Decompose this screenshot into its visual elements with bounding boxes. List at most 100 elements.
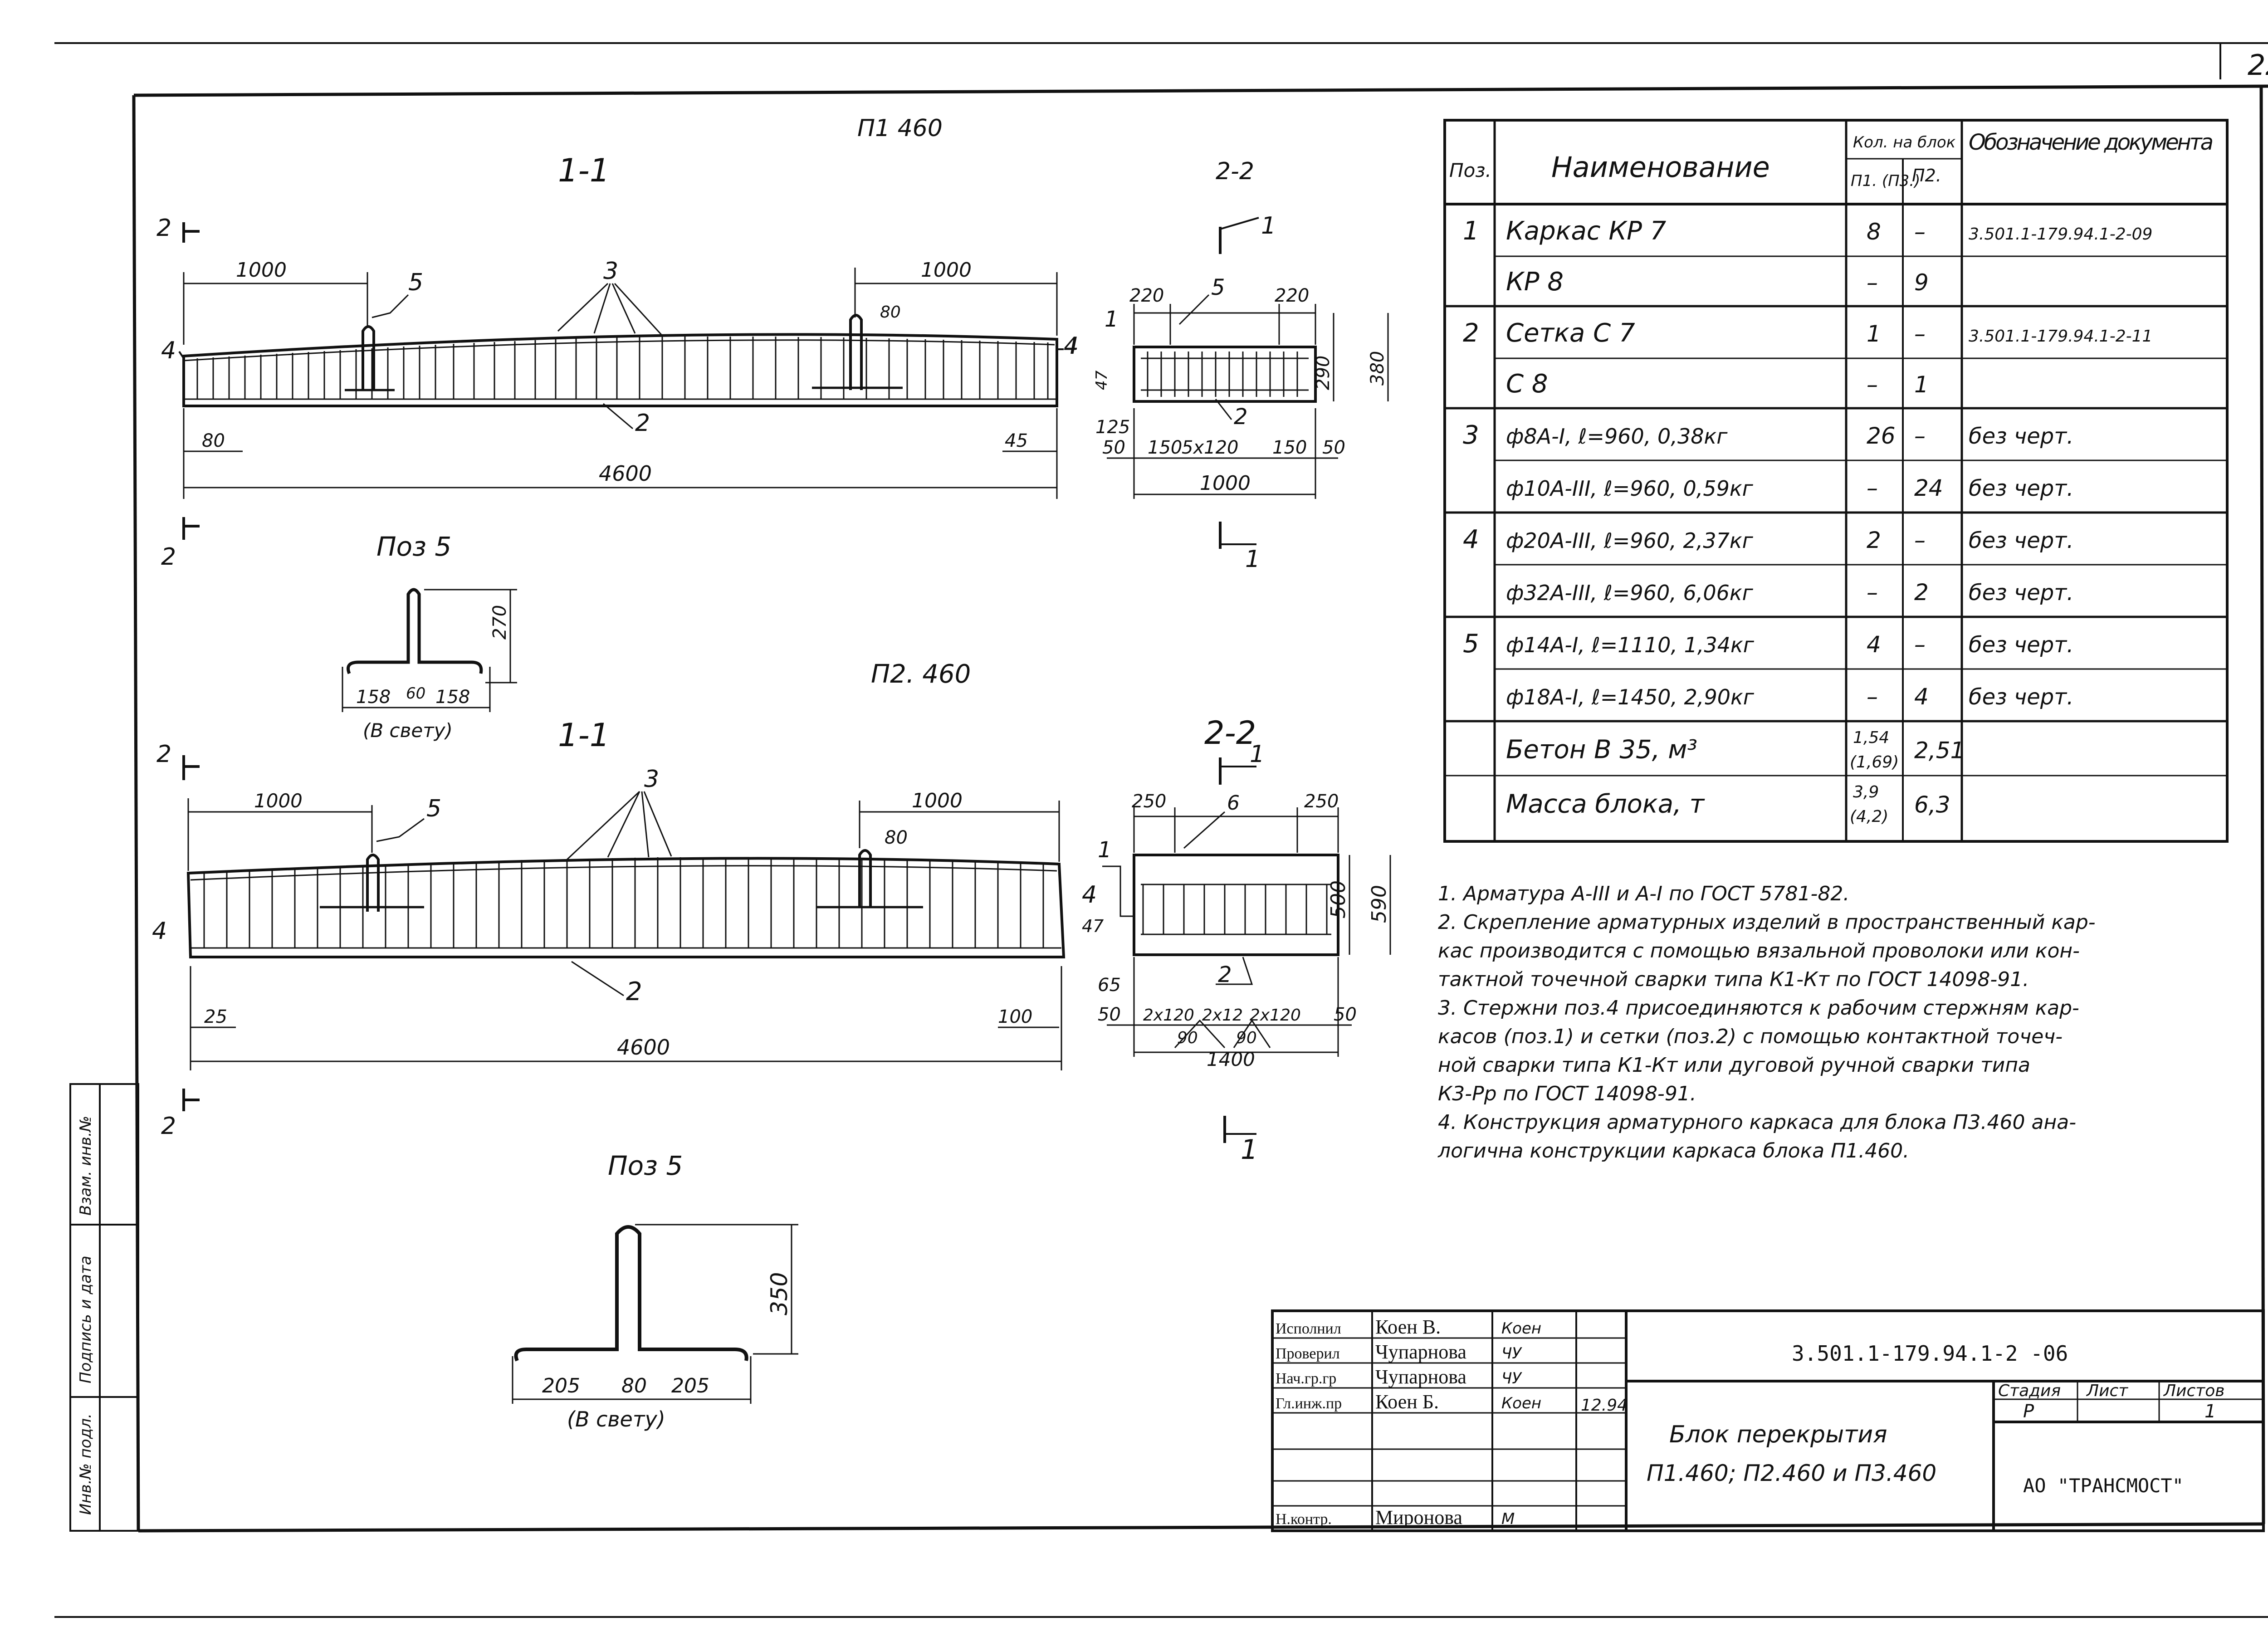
spec-header-p2: П2. [1912, 166, 1941, 186]
sec2-dim-47: 47 [1082, 916, 1104, 936]
stamp-title-line-2: П1.460; П2.460 и П3.460 [1647, 1460, 1936, 1486]
spec-row-doc: без черт. [1969, 580, 2074, 606]
cut-1-mark-bottom-2: 1 [1241, 1134, 1258, 1166]
stamp-role-2: Проверил [1276, 1345, 1340, 1362]
cut-mark-top-2: 2 [156, 741, 171, 768]
stamp-name-4: Коен Б. [1375, 1391, 1439, 1413]
pos-4-left: 4 [161, 337, 176, 364]
spec-row-p1: 26 [1867, 423, 1896, 449]
stamp-stage-header: Стадия [1998, 1382, 2061, 1400]
spec-row-pos: 4 [1463, 525, 1479, 554]
side-stamp-replace: Взам. инв.№ [77, 1116, 95, 1216]
note-line: логична конструкции каркаса блока П1.460… [1437, 1139, 1909, 1162]
sec2-dim-50-left: 50 [1098, 1004, 1121, 1025]
dim-1000-right-2: 1000 [912, 789, 963, 812]
spec-row-pos: 1 [1463, 216, 1479, 246]
note-line: 4. Конструкция арматурного каркаса для б… [1438, 1111, 2076, 1134]
title-block: 3.501.1-179.94.1-2 -06 Исполнил Коен В. … [1271, 1309, 2265, 1532]
poz-5-detail-2: Поз 5 350 205 80 205 (В свету) [512, 1150, 798, 1431]
spec-row-name: ф18А-I, ℓ=1450, 2,90кг [1506, 685, 1755, 709]
stirrups-block-2 [203, 857, 1044, 948]
pos-4-right-2: 4 [1082, 881, 1097, 908]
spec-header-p1: П1. (П3.) [1851, 172, 1920, 190]
dim-1000-right: 1000 [921, 259, 972, 282]
stamp-name-3: Чупарнова [1375, 1366, 1466, 1388]
spec-row-p2: 9 [1914, 269, 1929, 296]
spec-row-p2: 4 [1914, 684, 1929, 710]
sec-dim-1000: 1000 [1200, 472, 1251, 495]
spec-row-p2: 2,51 [1914, 738, 1965, 764]
spec-row-p1-alt: (4,2) [1850, 807, 1888, 826]
spec-row-doc: без черт. [1969, 632, 2074, 658]
poz-5-dim-158-left: 158 [356, 687, 391, 708]
spec-row-p1: 8 [1867, 219, 1881, 245]
poz-5-dim-350: 350 [766, 1272, 792, 1315]
note-line: тактной точечной сварки типа К1-Кт по ГО… [1438, 968, 2029, 991]
section-2-2-label-2: 2-2 [1204, 714, 1256, 752]
sec-dim-50-left: 50 [1102, 437, 1125, 458]
stamp-sign-4: Коен [1501, 1394, 1541, 1412]
poz-5-note-1: (В свету) [363, 719, 453, 742]
spec-row-p1: 3,9 [1853, 783, 1879, 801]
block-1-title: П1 460 [857, 115, 943, 142]
spec-row-doc: без черт. [1969, 476, 2074, 501]
sec2-dim-50-right: 50 [1334, 1004, 1357, 1025]
poz-5-dim-270: 270 [489, 605, 510, 640]
pos-4-left-2: 4 [152, 918, 167, 945]
spec-row-doc: без черт. [1969, 528, 2074, 553]
spec-row-name: Масса блока, т [1506, 790, 1705, 819]
note-line: 3. Стержни поз.4 присоединяются к рабочи… [1438, 996, 2079, 1020]
sec2-dim-2x120-right: 2х120 [1250, 1006, 1301, 1025]
spec-row-pos: 3 [1463, 420, 1479, 450]
stamp-date-4: 12.94 [1581, 1396, 1628, 1415]
note-line: кас производится с помощью вязальной про… [1438, 939, 2080, 962]
sec2-pos-6: 6 [1227, 791, 1240, 815]
sheet-frame: 22 [54, 42, 2268, 1618]
stamp-name-1: Коен В. [1375, 1316, 1441, 1338]
spec-header-doc: Обозначение документа [1969, 130, 2214, 155]
specification-table: Поз. Наименование Кол. на блок П1. (П3.)… [1443, 119, 2229, 843]
sec-dim-50-right: 50 [1322, 437, 1345, 458]
poz-5-dim-205-left: 205 [542, 1374, 580, 1397]
sec-dim-380: 380 [1367, 351, 1388, 386]
stamp-stage: Р [2023, 1401, 2034, 1422]
pos-3-label-2: 3 [644, 766, 659, 793]
note-line: 1. Арматура А-III и А-I по ГОСТ 5781-82. [1438, 882, 1849, 905]
poz-5-title-2: Поз 5 [608, 1150, 683, 1181]
sec-pos-4: 4 [1064, 334, 1078, 359]
spec-row-p2: – [1914, 423, 1926, 449]
sec-dim-47: 47 [1093, 370, 1111, 390]
dim-25: 25 [204, 1006, 227, 1027]
spec-row-name: Сетка С 7 [1506, 318, 1635, 348]
note-line: К3-Рр по ГОСТ 14098-91. [1438, 1082, 1696, 1105]
sec-pos-1: 1 [1105, 307, 1119, 332]
dim-4600: 4600 [599, 461, 652, 486]
dim-1000-left: 1000 [236, 259, 287, 282]
stamp-title-line-1: Блок перекрытия [1669, 1421, 1887, 1448]
stamp-role-5: Н.контр. [1276, 1511, 1332, 1528]
spec-row-name: ф20А-III, ℓ=960, 2,37кг [1506, 528, 1754, 553]
sec2-dim-2x12: 2х12 [1202, 1006, 1243, 1025]
sec-dim-125: 125 [1095, 417, 1130, 438]
poz-5-dim-158-right: 158 [435, 687, 470, 708]
spec-header-qty: Кол. на блок [1853, 133, 1956, 151]
note-line: ной сварки типа К1-Кт или дуговой ручной… [1438, 1054, 2030, 1077]
dim-4600-2: 4600 [617, 1035, 670, 1060]
spec-row-p1: – [1867, 684, 1878, 710]
stamp-code: 3.501.1-179.94.1-2 -06 [1792, 1341, 2068, 1366]
spec-row-pos: 5 [1463, 629, 1479, 659]
stamp-sign-5: М [1501, 1510, 1515, 1528]
spec-row-p1: – [1867, 371, 1878, 398]
dim-45: 45 [1005, 430, 1028, 451]
cut-mark-bottom: 2 [161, 543, 176, 571]
stamp-sheets-header: Листов [2163, 1382, 2224, 1400]
side-stamp-inv: Инв.№ подл. [77, 1413, 95, 1515]
spec-row-name: КР 8 [1506, 267, 1564, 297]
sec2-dim-1400: 1400 [1207, 1048, 1255, 1070]
cut-mark-top: 2 [156, 215, 171, 242]
cut-1-mark-top-2: 1 [1250, 741, 1265, 768]
sec-dim-220-left: 220 [1129, 285, 1164, 306]
cut-mark-bottom-2: 2 [161, 1113, 176, 1140]
